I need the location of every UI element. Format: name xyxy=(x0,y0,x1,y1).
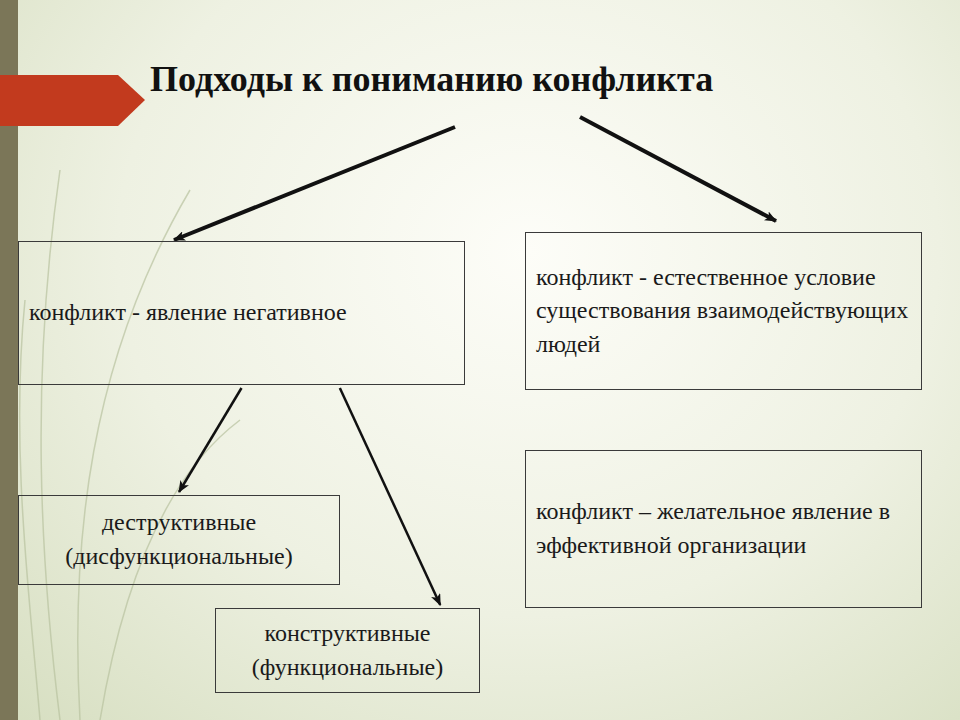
title-tab xyxy=(0,75,145,126)
box-text: конфликт – желательное явление в эффекти… xyxy=(536,495,911,562)
box-text: конфликт - явление негативное xyxy=(29,296,454,330)
box-text: конфликт - естественное условие существо… xyxy=(536,261,911,362)
title-arrow xyxy=(580,117,776,221)
title-arrow xyxy=(174,127,455,240)
concept-box: деструктивные (дисфункциональные) xyxy=(18,495,340,585)
arrow-connector xyxy=(340,388,440,605)
arrow-connector xyxy=(179,388,242,492)
concept-box: конструктивные (функциональные) xyxy=(215,608,480,693)
concept-box: конфликт - явление негативное xyxy=(18,241,465,385)
box-text: деструктивные (дисфункциональные) xyxy=(29,506,329,573)
concept-box: конфликт - естественное условие существо… xyxy=(525,232,922,390)
concept-box: конфликт – желательное явление в эффекти… xyxy=(525,450,922,608)
slide-title: Подходы к пониманию конфликта xyxy=(150,58,713,100)
box-text: конструктивные (функциональные) xyxy=(226,617,469,684)
